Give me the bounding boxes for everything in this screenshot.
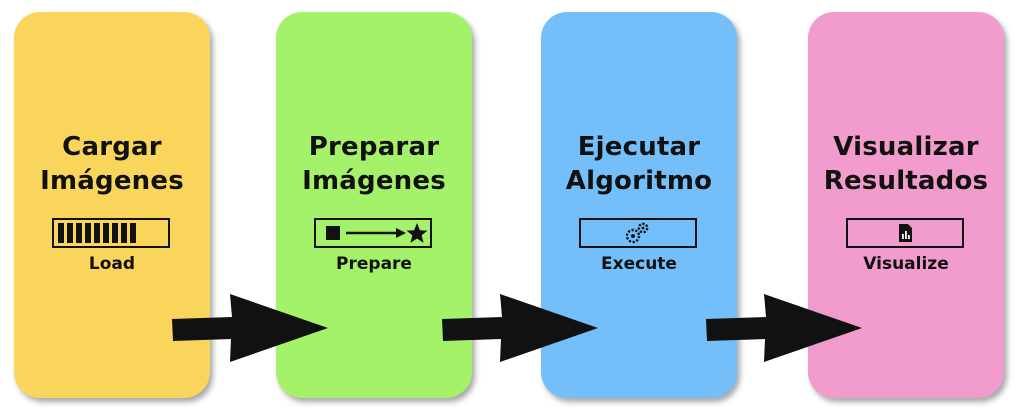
arrow-right-icon — [172, 294, 328, 362]
step-card-load: Cargar Imágenes Load — [14, 12, 210, 398]
step-title: Ejecutar Algoritmo — [541, 130, 737, 198]
gears-icon — [579, 218, 697, 248]
step-title: Cargar Imágenes — [14, 130, 210, 198]
step-title-line1: Preparar — [308, 132, 440, 162]
step-title: Preparar Imágenes — [276, 130, 472, 198]
square-arrow-star-icon — [314, 218, 432, 248]
step-title-line2: Resultados — [823, 166, 989, 196]
step-label: Load — [88, 254, 136, 274]
step-title-line1: Ejecutar — [577, 132, 701, 162]
progress-bar-icon — [52, 218, 170, 248]
step-card-prepare: Preparar Imágenes Prepare — [276, 12, 472, 398]
chart-document-icon — [846, 218, 964, 248]
step-title-line2: Imágenes — [302, 166, 446, 196]
step-label: Prepare — [336, 254, 412, 274]
step-title-line1: Visualizar — [833, 132, 979, 162]
arrow-right-icon — [706, 294, 862, 362]
step-label: Execute — [601, 254, 677, 274]
arrow-right-icon — [442, 294, 598, 362]
step-title-line2: Algoritmo — [565, 166, 713, 196]
step-title-line1: Cargar — [62, 132, 162, 162]
step-title-line2: Imágenes — [40, 166, 184, 196]
step-label: Visualize — [863, 254, 949, 274]
step-title: Visualizar Resultados — [808, 130, 1004, 198]
